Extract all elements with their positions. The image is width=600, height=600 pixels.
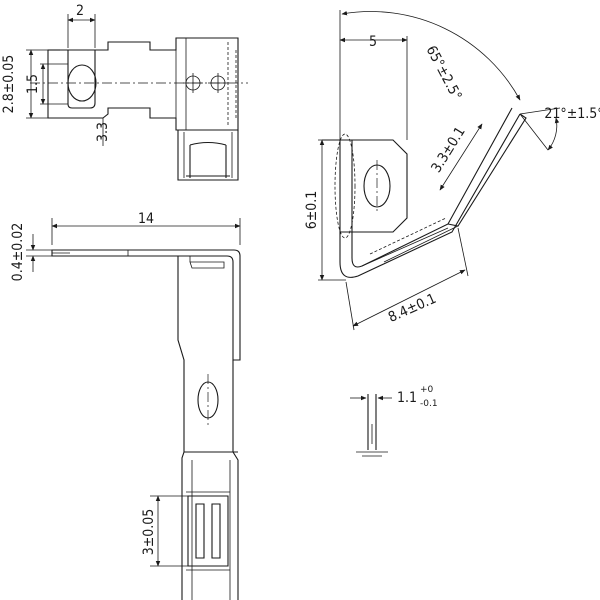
dim-side-height: 6±0.1 xyxy=(304,191,320,230)
front-view: 14 0.4±0.02 3±0.05 xyxy=(10,211,241,600)
dim-top-width: 2 xyxy=(76,3,84,19)
top-view: 2 2.8±0.05 1.5 3.3 xyxy=(1,3,248,181)
side-view: 5 65°±2.5° 21°±1.5° 3.3±0.1 6±0.1 8.4±0.… xyxy=(304,10,600,331)
dim-tip-offset: 3.3±0.1 xyxy=(428,124,468,175)
dim-thickness: 0.4±0.02 xyxy=(10,223,26,282)
dim-length: 14 xyxy=(138,211,154,227)
slot-window xyxy=(186,491,230,571)
dim-bend-angle: 65°±2.5° xyxy=(423,43,465,103)
dim-tip-angle: 21°±1.5° xyxy=(544,106,600,122)
dim-side-width: 5 xyxy=(369,34,377,50)
dim-gauge-upper: +0 xyxy=(420,385,434,395)
dim-top-slot: 1.5 xyxy=(25,74,41,94)
dim-gauge-lower: -0.1 xyxy=(420,399,438,409)
dim-top-height: 2.8±0.05 xyxy=(1,55,17,114)
dim-top-tab: 3.3 xyxy=(95,122,111,142)
dim-slot-pitch: 3±0.05 xyxy=(141,509,157,556)
gauge-detail: 1.1 +0 -0.1 xyxy=(350,385,438,457)
dim-gauge-main: 1.1 xyxy=(397,390,417,406)
